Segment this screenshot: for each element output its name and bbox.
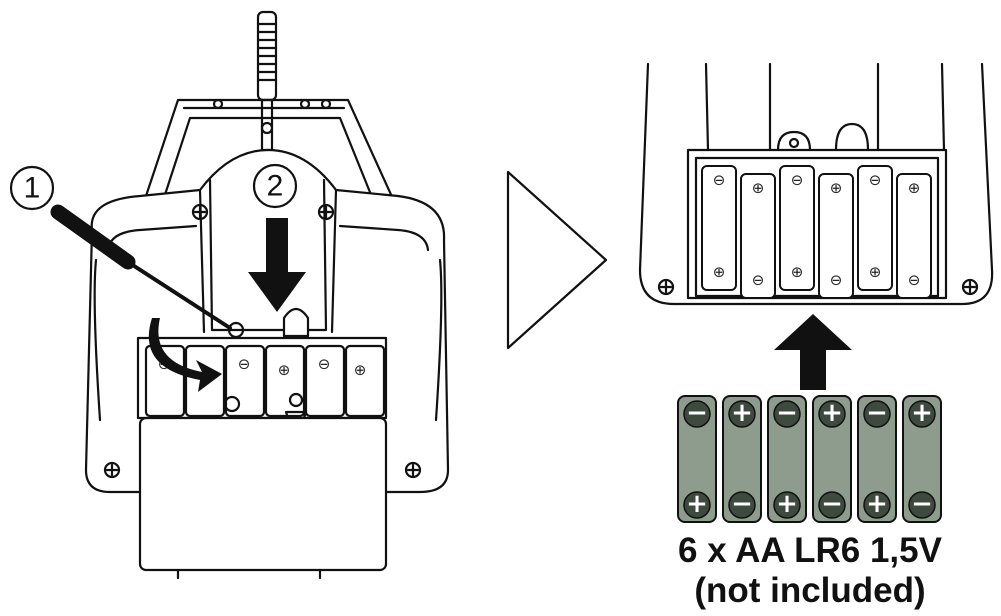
loose-cell-4-top-sign: + bbox=[821, 398, 843, 428]
installed-cell-4-top-sign: ⊕ bbox=[830, 179, 843, 197]
installed-cell-3-top-sign: ⊖ bbox=[791, 171, 804, 189]
left-slot-plus-sign-2: ⊕ bbox=[354, 361, 367, 379]
installed-cell-3 bbox=[779, 165, 815, 291]
installed-cell-1 bbox=[701, 165, 737, 291]
step-2-marker: 2 bbox=[252, 163, 298, 209]
loose-cell-6-top-sign: + bbox=[911, 398, 933, 428]
unscrew-rotation-arrow bbox=[148, 318, 222, 392]
loose-cell-1-top-sign: − bbox=[686, 398, 708, 428]
installed-cell-4 bbox=[818, 173, 854, 299]
installed-cell-3-bottom-sign: ⊕ bbox=[791, 263, 804, 281]
antenna bbox=[256, 10, 278, 152]
installed-cell-1-bottom-sign: ⊕ bbox=[713, 263, 726, 281]
installed-cell-6-bottom-sign: ⊖ bbox=[908, 271, 921, 289]
loose-battery-cells bbox=[677, 395, 942, 523]
press-down-arrow bbox=[248, 218, 306, 312]
installed-battery-cells bbox=[701, 165, 932, 299]
step-1-marker: 1 bbox=[9, 165, 55, 211]
transmitter-back-view bbox=[84, 10, 450, 580]
left-slot-minus-sign-3: ⊖ bbox=[318, 355, 331, 373]
installed-cell-2 bbox=[740, 173, 776, 299]
insert-up-arrow bbox=[774, 314, 852, 390]
battery-cover bbox=[138, 416, 388, 580]
installed-cell-2-top-sign: ⊕ bbox=[752, 179, 765, 197]
battery-spec-caption: 6 x AA LR6 1,5V bbox=[678, 531, 943, 570]
loose-cell-3 bbox=[767, 395, 807, 523]
left-slot-minus-sign-2: ⊖ bbox=[238, 355, 251, 373]
installed-cell-5-bottom-sign: ⊕ bbox=[869, 263, 882, 281]
loose-cell-5-top-sign: − bbox=[866, 398, 888, 428]
loose-cell-4-bottom-sign: − bbox=[821, 489, 843, 519]
installed-cell-5-top-sign: ⊖ bbox=[869, 171, 882, 189]
installed-cell-6-top-sign: ⊕ bbox=[908, 179, 921, 197]
step-1-label: 1 bbox=[24, 172, 41, 205]
loose-battery-terminals bbox=[683, 400, 936, 519]
loose-cell-2 bbox=[722, 395, 762, 523]
loose-cell-6-bottom-sign: − bbox=[911, 489, 933, 519]
compartment-closeup bbox=[638, 62, 994, 306]
loose-cell-3-bottom-sign: + bbox=[776, 489, 798, 519]
loose-cell-2-bottom-sign: − bbox=[731, 489, 753, 519]
step-2-label: 2 bbox=[267, 170, 284, 203]
loose-cell-4 bbox=[812, 395, 852, 523]
loose-cell-5-bottom-sign: + bbox=[866, 489, 888, 519]
loose-cell-1-bottom-sign: + bbox=[686, 489, 708, 519]
installed-cell-4-bottom-sign: ⊖ bbox=[830, 271, 843, 289]
loose-cell-3-top-sign: − bbox=[776, 398, 798, 428]
installed-cell-5 bbox=[857, 165, 893, 291]
loose-cell-6 bbox=[902, 395, 942, 523]
carry-handle bbox=[140, 98, 400, 214]
loose-cell-5 bbox=[857, 395, 897, 523]
screwdriver bbox=[50, 204, 232, 330]
loose-cell-1 bbox=[677, 395, 717, 523]
installed-cell-2-bottom-sign: ⊖ bbox=[752, 271, 765, 289]
open-battery-compartment bbox=[136, 307, 388, 432]
installed-cell-1-top-sign: ⊖ bbox=[713, 171, 726, 189]
sequence-arrow bbox=[506, 170, 608, 350]
not-included-caption: (not included) bbox=[694, 571, 925, 610]
left-slot-plus-sign: ⊕ bbox=[278, 361, 291, 379]
installed-cell-6 bbox=[896, 173, 932, 299]
loose-cell-2-top-sign: + bbox=[731, 398, 753, 428]
